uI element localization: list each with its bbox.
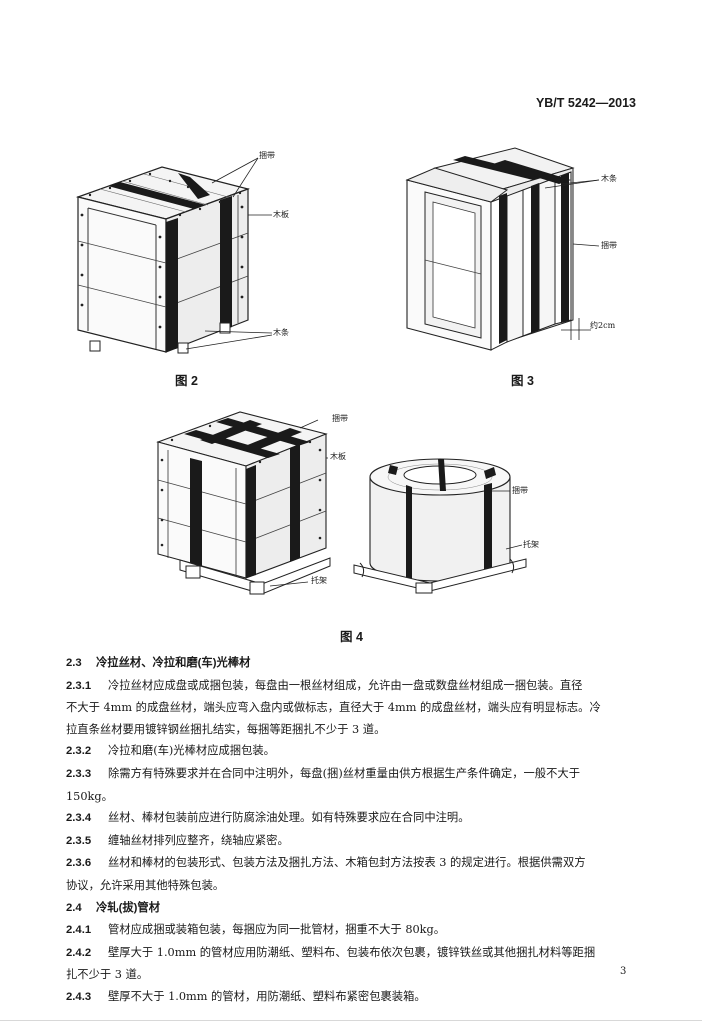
page-bottom-rule xyxy=(0,1020,702,1021)
fig2-label-strap: 捆带 xyxy=(259,151,275,160)
figure-2-caption: 图 2 xyxy=(175,374,198,388)
fig3-label-dimension: 约2cm xyxy=(590,321,616,330)
fig2-label-board: 木板 xyxy=(273,210,289,219)
figure-3-frame-drawing xyxy=(405,147,600,351)
figure-4-caption: 图 4 xyxy=(340,630,363,644)
fig4-label-coil-pallet: 托架 xyxy=(523,540,539,549)
standard-number: YB/T 5242—2013 xyxy=(535,96,636,110)
fig2-label-slat: 木条 xyxy=(273,328,289,337)
fig3-label-strap: 捆带 xyxy=(601,241,617,250)
fig4-label-board: 木板 xyxy=(330,452,346,461)
figure-2-crate-drawing xyxy=(75,157,273,354)
fig4-label-pallet: 托架 xyxy=(311,576,327,585)
fig4-label-coil-strap: 捆带 xyxy=(512,486,528,495)
page-number: 3 xyxy=(620,966,627,977)
fig3-label-slat: 木条 xyxy=(601,174,617,183)
figure-4-coil-drawing xyxy=(353,458,527,594)
figure-3-caption: 图 3 xyxy=(511,374,534,388)
figure-4-crate-on-pallet-drawing xyxy=(156,411,331,595)
fig4-label-strap: 捆带 xyxy=(332,414,348,423)
